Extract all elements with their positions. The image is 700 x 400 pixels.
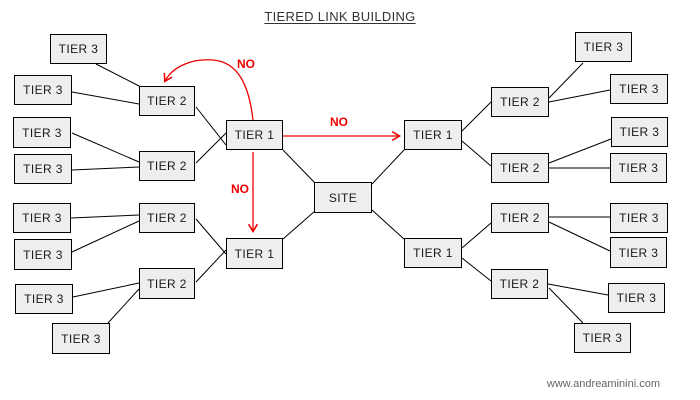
node-right-tier3-5: TIER 3 — [610, 203, 668, 233]
node-right-tier3-4: TIER 3 — [610, 153, 667, 183]
node-right-tier3-1: TIER 3 — [575, 32, 632, 62]
node-right-tier3-8: TIER 3 — [574, 323, 631, 353]
node-right-tier1-2: TIER 1 — [404, 238, 462, 268]
connector-line — [371, 149, 405, 185]
node-left-tier2-3: TIER 2 — [139, 203, 195, 233]
node-right-tier3-2: TIER 3 — [610, 74, 668, 104]
connector-line — [195, 106, 227, 146]
node-right-tier3-3: TIER 3 — [611, 117, 668, 147]
connector-line — [548, 287, 584, 324]
connector-line — [461, 140, 492, 167]
connector-line — [71, 91, 140, 105]
connector-line — [71, 166, 140, 171]
node-left-tier3-2: TIER 3 — [14, 75, 72, 105]
connector-line — [71, 220, 140, 253]
no-arrows-layer: NO NO NO — [163, 57, 402, 234]
connector-line — [547, 283, 609, 296]
node-left-tier2-4: TIER 2 — [139, 268, 195, 299]
connector-line — [548, 89, 611, 103]
no-label: NO — [237, 57, 255, 71]
node-left-tier3-5: TIER 3 — [13, 203, 71, 233]
node-left-tier3-4: TIER 3 — [14, 154, 72, 184]
connector-line — [70, 214, 140, 219]
node-left-tier2-2: TIER 2 — [139, 151, 195, 181]
node-left-tier3-6: TIER 3 — [14, 239, 72, 270]
connector-line — [71, 132, 140, 163]
connector-line — [195, 249, 227, 283]
connector-line — [461, 222, 492, 249]
node-right-tier2-1: TIER 2 — [491, 87, 549, 117]
connector-line — [548, 62, 584, 99]
connector-line — [461, 101, 492, 132]
connector-line — [282, 210, 316, 240]
connector-line — [282, 149, 316, 184]
node-left-tier1-1: TIER 1 — [226, 120, 283, 150]
node-right-tier3-7: TIER 3 — [608, 283, 665, 313]
connector-line — [72, 282, 140, 298]
node-left-tier2-1: TIER 2 — [139, 86, 195, 116]
connector-line — [548, 221, 611, 252]
connector-line — [195, 218, 227, 255]
connector-line — [95, 63, 142, 88]
node-right-tier2-4: TIER 2 — [491, 269, 548, 299]
node-right-tier1-1: TIER 1 — [404, 120, 462, 150]
connector-lines-layer — [70, 62, 612, 324]
node-right-tier2-3: TIER 2 — [491, 203, 549, 233]
no-label: NO — [231, 182, 249, 196]
node-right-tier2-2: TIER 2 — [491, 153, 549, 183]
watermark: www.andreaminini.com — [546, 378, 660, 390]
connector-line — [371, 209, 405, 240]
no-arrow-curve — [163, 59, 254, 121]
page-title: TIERED LINK BUILDING — [264, 9, 416, 24]
node-left-tier3-8: TIER 3 — [52, 323, 110, 354]
node-left-tier3-3: TIER 3 — [13, 117, 71, 148]
connector-line — [195, 132, 227, 164]
connector-line — [461, 257, 492, 282]
connector-line — [107, 288, 140, 324]
node-left-tier3-7: TIER 3 — [15, 284, 73, 314]
no-label: NO — [330, 115, 348, 129]
node-left-tier1-2: TIER 1 — [226, 238, 283, 269]
node-right-tier3-6: TIER 3 — [610, 237, 667, 268]
node-site: SITE — [314, 182, 372, 213]
node-left-tier3-1: TIER 3 — [50, 34, 107, 64]
connector-line — [548, 138, 612, 164]
